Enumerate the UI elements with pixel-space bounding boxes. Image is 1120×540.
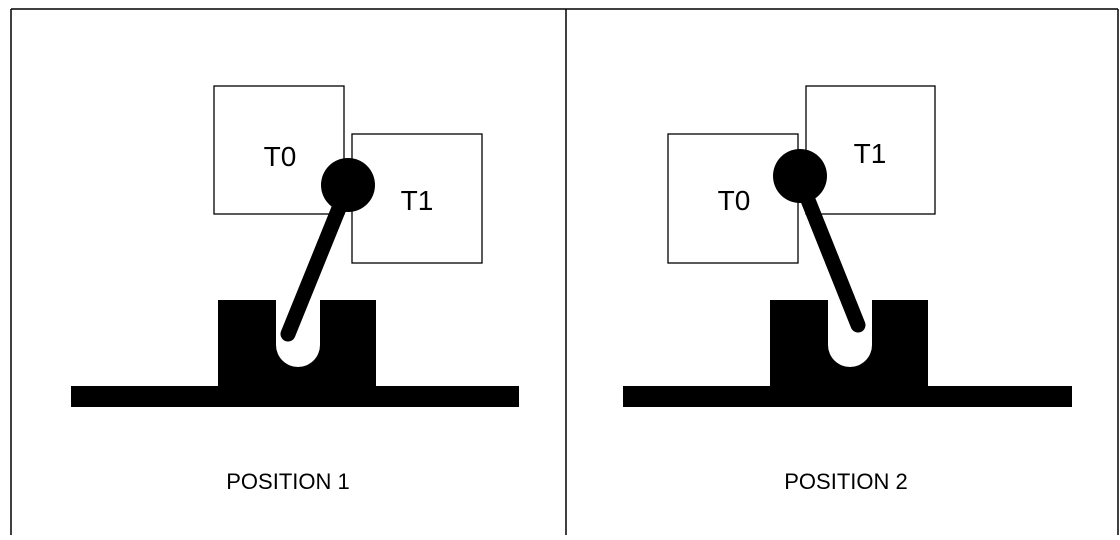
- box-t1: [351, 133, 483, 264]
- slot-block: [218, 300, 376, 387]
- panel-position-1: T0 T1 POSITION 1: [71, 85, 519, 494]
- frame-lines: [10, 8, 1119, 535]
- slot-block: [770, 300, 928, 387]
- lever-arm: [280, 178, 356, 342]
- box-t1: [805, 85, 936, 215]
- box-t1-label: T1: [854, 138, 887, 169]
- base-plate: [623, 386, 1072, 407]
- panel-caption: POSITION 2: [784, 469, 907, 494]
- box-t0-label: T0: [264, 141, 297, 172]
- box-t0: [667, 133, 799, 264]
- box-t1-label: T1: [401, 185, 434, 216]
- lever-knob: [321, 158, 375, 212]
- panel-caption: POSITION 1: [226, 469, 349, 494]
- box-t0-label: T0: [718, 185, 751, 216]
- lever-knob: [773, 149, 827, 203]
- base-plate: [71, 386, 519, 407]
- panel-position-2: T1 T0 POSITION 2: [623, 85, 1072, 494]
- lever-arm: [792, 172, 866, 333]
